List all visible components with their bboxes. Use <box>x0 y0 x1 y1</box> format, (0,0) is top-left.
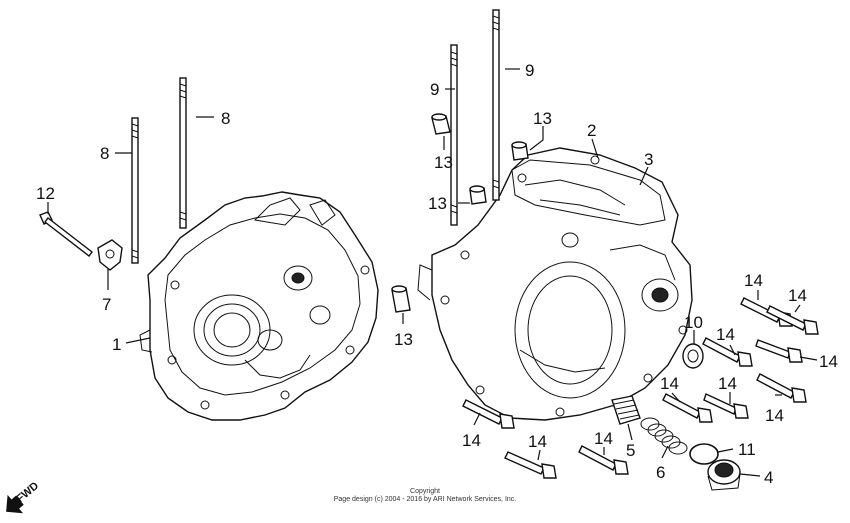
callout-14b: 14 <box>788 286 807 305</box>
callout-9b: 9 <box>525 61 534 80</box>
stud-bolt-9b <box>492 9 500 201</box>
bolt-14-d <box>702 337 753 367</box>
callout-14j: 14 <box>594 429 613 448</box>
leader-lines <box>47 68 818 477</box>
callout-5: 5 <box>626 441 635 460</box>
callout-11: 11 <box>738 440 756 459</box>
stud-bolt-9a <box>450 44 458 226</box>
callout-1: 1 <box>112 335 121 354</box>
callout-13d: 13 <box>428 194 447 213</box>
callout-12: 12 <box>36 184 55 203</box>
callout-14c: 14 <box>819 352 838 371</box>
bolt-14-b <box>766 305 819 335</box>
callout-14e: 14 <box>718 374 737 393</box>
callout-14d: 14 <box>716 325 735 344</box>
callout-7: 7 <box>102 295 111 314</box>
callout-13a: 13 <box>394 330 413 349</box>
bolt-14-i <box>504 451 557 479</box>
callout-8a: 8 <box>100 144 109 163</box>
copyright-line-2: Page design (c) 2004 - 2016 by ARI Netwo… <box>333 496 517 503</box>
callout-13c: 13 <box>533 109 552 128</box>
bolt-14-e <box>756 373 807 403</box>
bolt-14-f <box>662 393 713 423</box>
callout-14f: 14 <box>660 374 679 393</box>
seal-10 <box>682 343 704 369</box>
callout-8b: 8 <box>221 109 230 128</box>
crankcase-bolts-14 <box>462 297 819 479</box>
callout-3: 3 <box>644 150 653 169</box>
callout-4: 4 <box>764 468 773 487</box>
callout-14g: 14 <box>765 406 784 425</box>
forward-arrow-icon <box>6 494 24 514</box>
callout-13b: 13 <box>434 153 453 172</box>
callout-labels: 1 8 8 12 7 13 9 9 13 13 13 2 3 10 14 14 … <box>36 61 838 487</box>
callout-2: 2 <box>587 121 596 140</box>
callout-14i: 14 <box>528 432 547 451</box>
bolt-14-g <box>703 393 749 419</box>
bolt-12 <box>39 211 93 257</box>
left-crankcase-half <box>139 191 379 421</box>
stud-bolt-8a <box>131 117 139 264</box>
callout-10: 10 <box>684 313 703 332</box>
dowel-pins-13-right <box>431 113 529 205</box>
oil-screen-5 <box>611 395 641 425</box>
right-stud-bolts <box>450 9 500 226</box>
bolt-14-h <box>462 399 515 429</box>
clamp-7 <box>97 239 123 271</box>
right-crankcase-half <box>417 147 693 421</box>
stud-bolt-8b <box>179 77 187 229</box>
bolt-14-j <box>578 445 629 475</box>
dowel-pin-13-left <box>391 285 411 313</box>
callout-9a: 9 <box>430 80 439 99</box>
left-stud-bolts <box>131 77 187 264</box>
drain-cap-4 <box>707 459 741 491</box>
o-ring-11 <box>689 443 719 465</box>
callout-14h: 14 <box>462 431 481 450</box>
spring-6 <box>640 417 688 455</box>
copyright-line-1: Copyright <box>410 488 440 495</box>
callout-6: 6 <box>656 463 665 482</box>
bolt-14-c <box>755 339 803 363</box>
callout-14a: 14 <box>744 271 763 290</box>
